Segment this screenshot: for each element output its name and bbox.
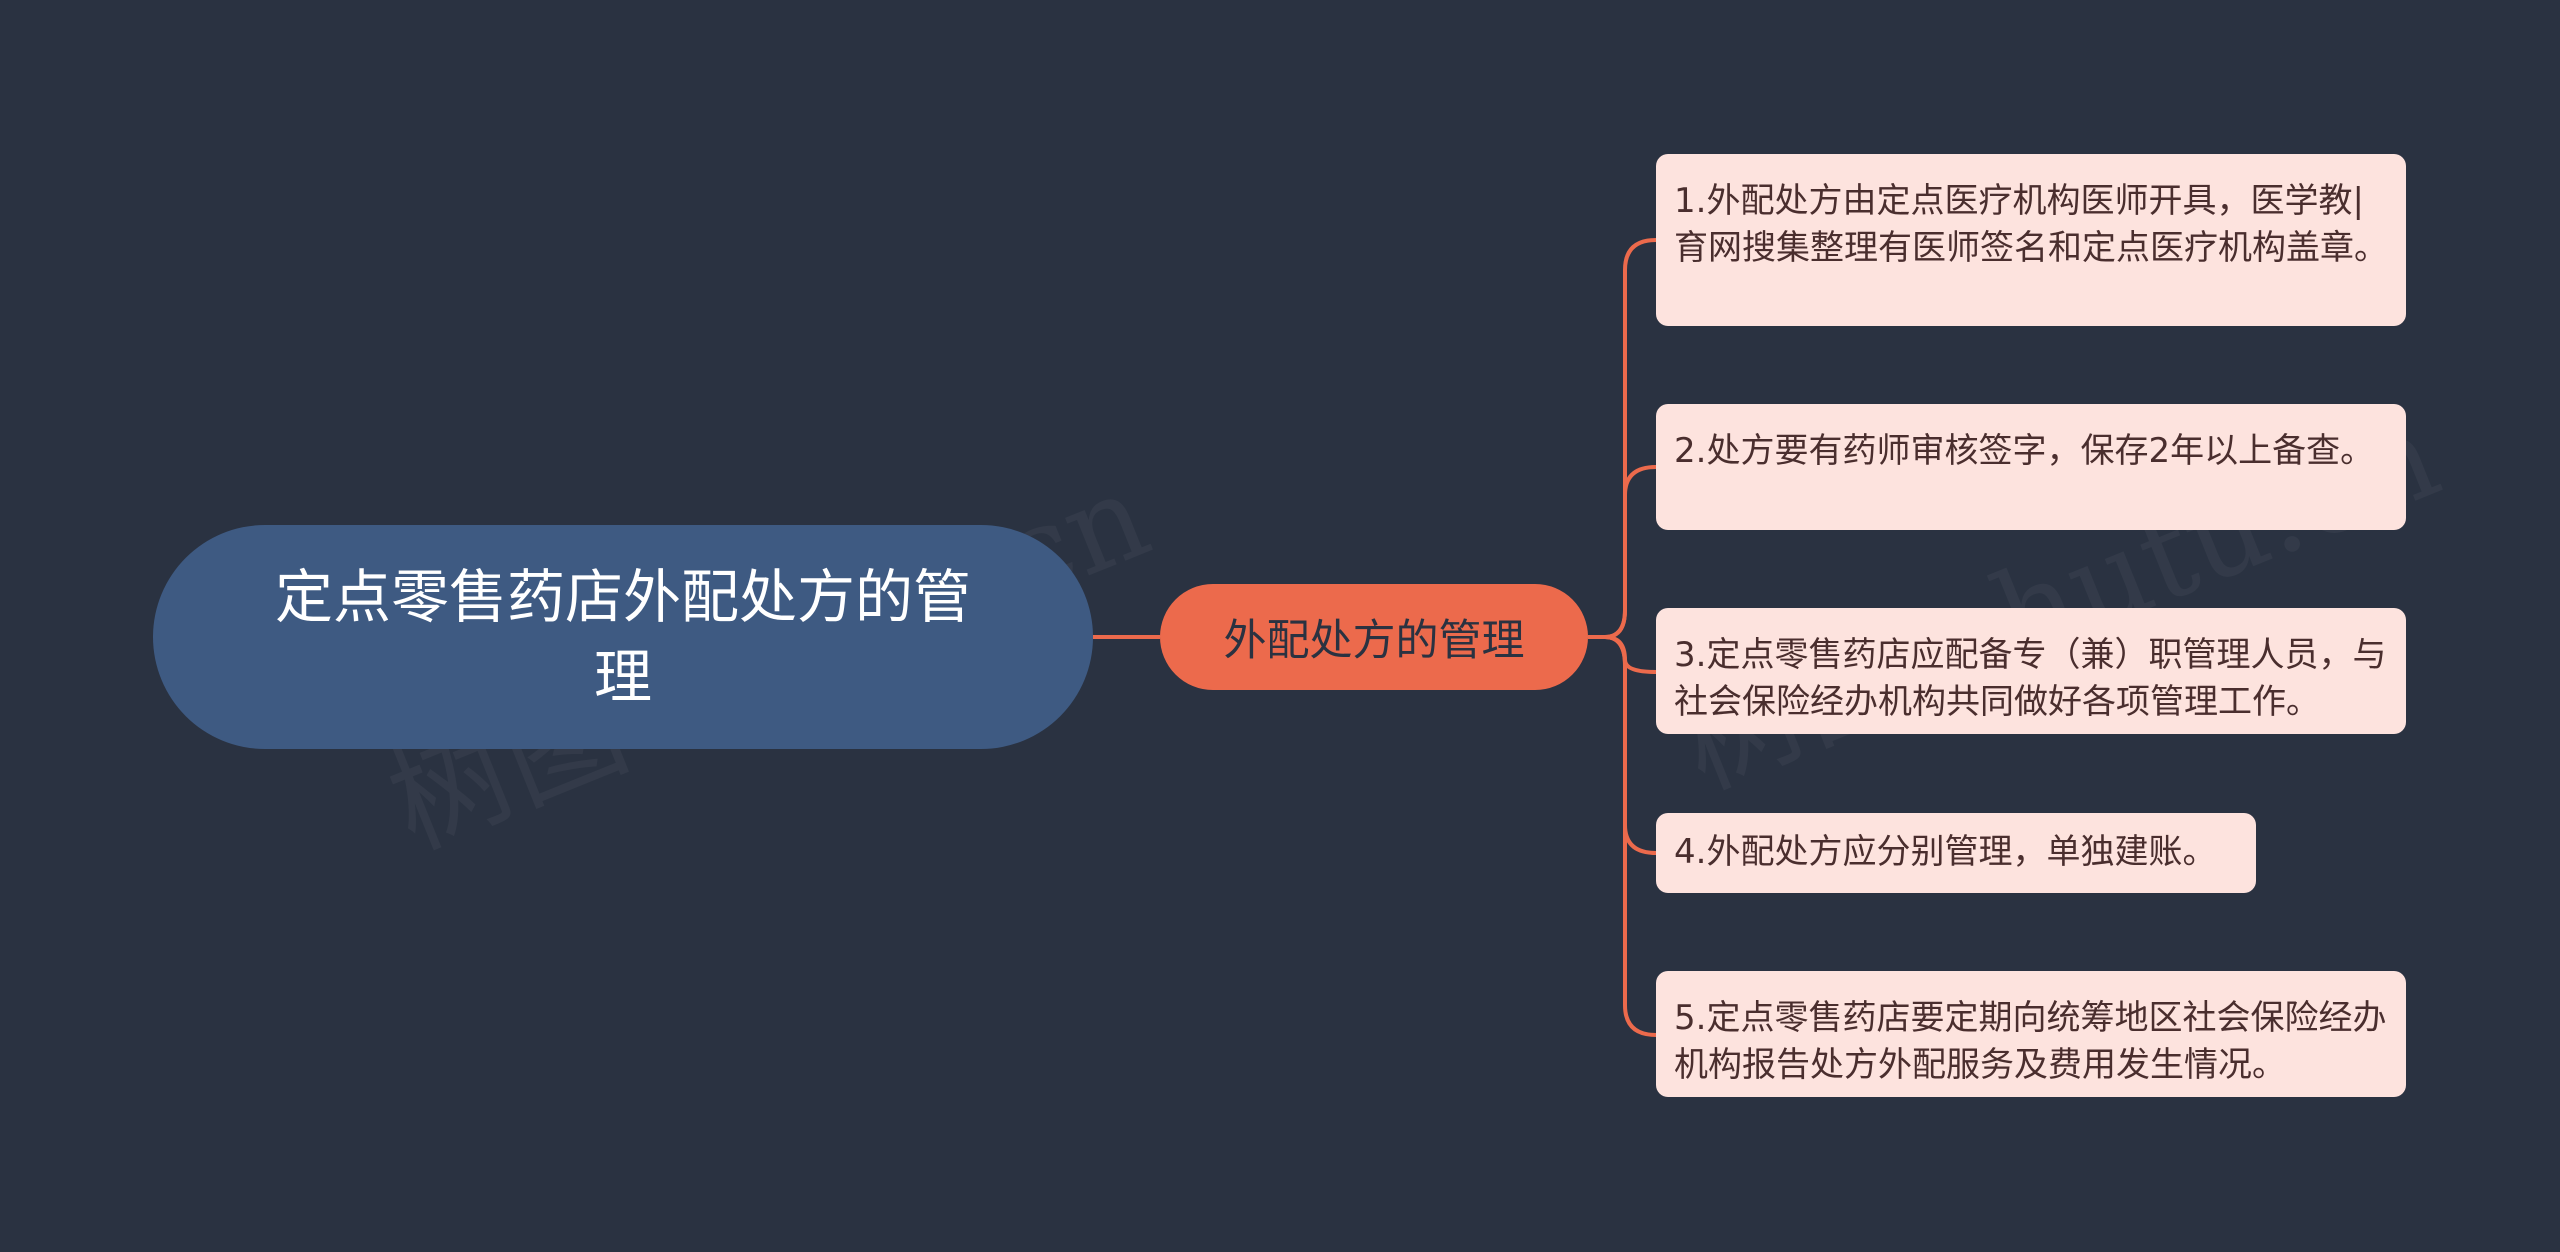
root-node-label: 定点零售药店外配处方的管理 — [274, 563, 971, 711]
branch-node[interactable]: 外配处方的管理 — [1160, 584, 1588, 690]
branch-to-leaf-2-connector — [1588, 465, 1657, 639]
leaf-node-label: 2.处方要有药师审核签字，保存2年以上备查。 — [1674, 431, 2375, 471]
branch-to-leaf-1-connector — [1588, 238, 1657, 639]
leaf-node-2[interactable]: 2.处方要有药师审核签字，保存2年以上备查。 — [1656, 404, 2406, 530]
leaf-node-label: 5.定点零售药店要定期向统筹地区社会保险经办机构报告处方外配服务及费用发生情况。 — [1674, 998, 2387, 1085]
leaf-node-1[interactable]: 1.外配处方由定点医疗机构医师开具，医学教|育网搜集整理有医师签名和定点医疗机构… — [1656, 154, 2406, 326]
branch-to-leaf-3-connector — [1588, 635, 1657, 674]
leaf-node-label: 3.定点零售药店应配备专（兼）职管理人员，与社会保险经办机构共同做好各项管理工作… — [1674, 635, 2387, 722]
leaf-node-4[interactable]: 4.外配处方应分别管理，单独建账。 — [1656, 813, 2256, 893]
leaf-node-label: 4.外配处方应分别管理，单独建账。 — [1674, 832, 2217, 872]
leaf-node-label: 1.外配处方由定点医疗机构医师开具，医学教|育网搜集整理有医师签名和定点医疗机构… — [1674, 181, 2388, 268]
leaf-node-5[interactable]: 5.定点零售药店要定期向统筹地区社会保险经办机构报告处方外配服务及费用发生情况。 — [1656, 971, 2406, 1097]
leaf-node-3[interactable]: 3.定点零售药店应配备专（兼）职管理人员，与社会保险经办机构共同做好各项管理工作… — [1656, 608, 2406, 734]
branch-to-leaf-5-connector — [1588, 635, 1657, 1037]
branch-to-leaf-4-connector — [1588, 635, 1657, 855]
branch-node-label: 外配处方的管理 — [1223, 616, 1525, 666]
root-node[interactable]: 定点零售药店外配处方的管理 — [153, 525, 1093, 749]
